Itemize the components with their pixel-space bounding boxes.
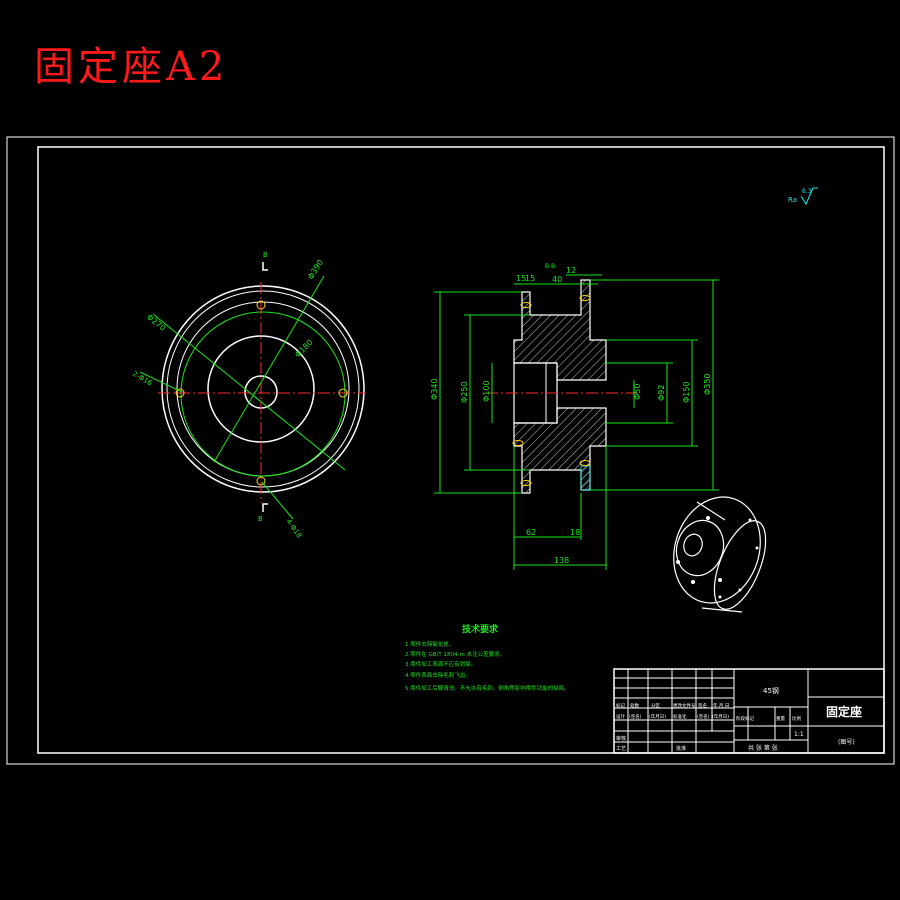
svg-text:比例: 比例: [792, 715, 801, 722]
tech-req-item: 1.零件去除氧化皮。: [405, 640, 454, 648]
tech-req-item: 2.零件在 GB/T 1804-m 未注公差要求。: [405, 650, 505, 658]
svg-text:审核: 审核: [616, 735, 626, 742]
dim-right-3: Φ350: [703, 373, 712, 395]
svg-text:设计: 设计: [616, 713, 625, 720]
dim-right-1: Φ92: [657, 385, 666, 401]
dim-pcd: Φ270: [145, 312, 168, 332]
svg-text:(年月日): (年月日): [649, 713, 666, 720]
tech-req-item: 3.零件加工表面不应有划痕。: [405, 660, 476, 668]
dim-inner: Φ180: [293, 338, 315, 360]
dim-top-2: 40: [552, 275, 562, 284]
scale-value: 1:1: [794, 731, 804, 738]
isometric-view: [673, 496, 767, 613]
tech-req-item: 4.零件表面去除毛刺飞边。: [405, 671, 471, 679]
part-name: 固定座: [826, 704, 862, 719]
svg-text:处数: 处数: [630, 702, 639, 709]
dim-left-1: Φ250: [460, 381, 469, 403]
tech-req-item: 5.零件加工后要清洗。不允许有毛刺、倒角等影响零件功能的缺陷。: [405, 684, 570, 692]
material-label: 45钢: [763, 686, 779, 695]
svg-text:(年月日): (年月日): [712, 713, 729, 720]
section-mark-bottom: B: [258, 515, 263, 523]
dim-right-0: Φ50: [633, 384, 642, 400]
dim-right-2: Φ150: [682, 381, 691, 403]
sheet-info: 共 张 第 张: [748, 744, 778, 752]
dim-top-3: 12: [566, 266, 576, 275]
svg-text:分区: 分区: [651, 702, 660, 709]
dim-outer: Φ390: [306, 258, 325, 281]
svg-text:工艺: 工艺: [616, 746, 626, 752]
title-block-text: 45钢 固定座 (图号) 1:1 共 张 第 张 标记 处数 分区 更改文件号 …: [616, 686, 862, 752]
front-view: B B Φ390 Φ270 Φ180 2-Φ16 4-Φ18: [131, 251, 366, 540]
svg-text:批准: 批准: [676, 745, 686, 752]
sheet-title: 固定座A2: [34, 44, 229, 90]
section-mark-top: B: [263, 251, 268, 259]
title-block: [613, 668, 885, 754]
drawing-number: (图号): [838, 739, 855, 746]
technical-requirements: 技术要求 1.零件去除氧化皮。 2.零件在 GB/T 1804-m 未注公差要求…: [405, 623, 570, 692]
svg-text:重量: 重量: [776, 715, 785, 722]
dim-holes-b: 4-Φ18: [284, 518, 303, 540]
dim-bottom-2: 138: [554, 556, 569, 565]
svg-text:更改文件号: 更改文件号: [673, 702, 696, 709]
svg-text:标记: 标记: [616, 702, 625, 709]
svg-text:年.月.日: 年.月.日: [713, 702, 729, 709]
dim-top-0: 15: [516, 274, 526, 283]
dim-bottom-1: 18: [570, 528, 580, 537]
dim-holes-a: 2-Φ16: [131, 370, 154, 388]
dim-bottom-0: 62: [526, 528, 536, 537]
svg-text:Ra: Ra: [788, 196, 797, 204]
roughness-symbol: Ra 6.3: [788, 187, 818, 206]
dim-top-1: 15: [525, 274, 535, 283]
svg-text:标准化: 标准化: [673, 713, 687, 720]
section-label: B-B: [545, 263, 555, 270]
svg-text:(签名): (签名): [697, 713, 710, 720]
dim-left-2: Φ100: [482, 380, 491, 402]
svg-text:(签名): (签名): [629, 713, 642, 720]
dim-left-0: Φ340: [430, 378, 439, 400]
svg-text:阶段标记: 阶段标记: [736, 715, 754, 722]
inner-frame: [37, 146, 885, 754]
outer-frame: [6, 136, 895, 765]
svg-text:签名: 签名: [698, 702, 707, 709]
section-view: B-B 15 15 40 12 Φ340 Φ250 Φ100 Φ50 Φ92 Φ…: [430, 263, 719, 570]
svg-text:6.3: 6.3: [802, 188, 812, 195]
tech-req-title: 技术要求: [462, 623, 499, 635]
